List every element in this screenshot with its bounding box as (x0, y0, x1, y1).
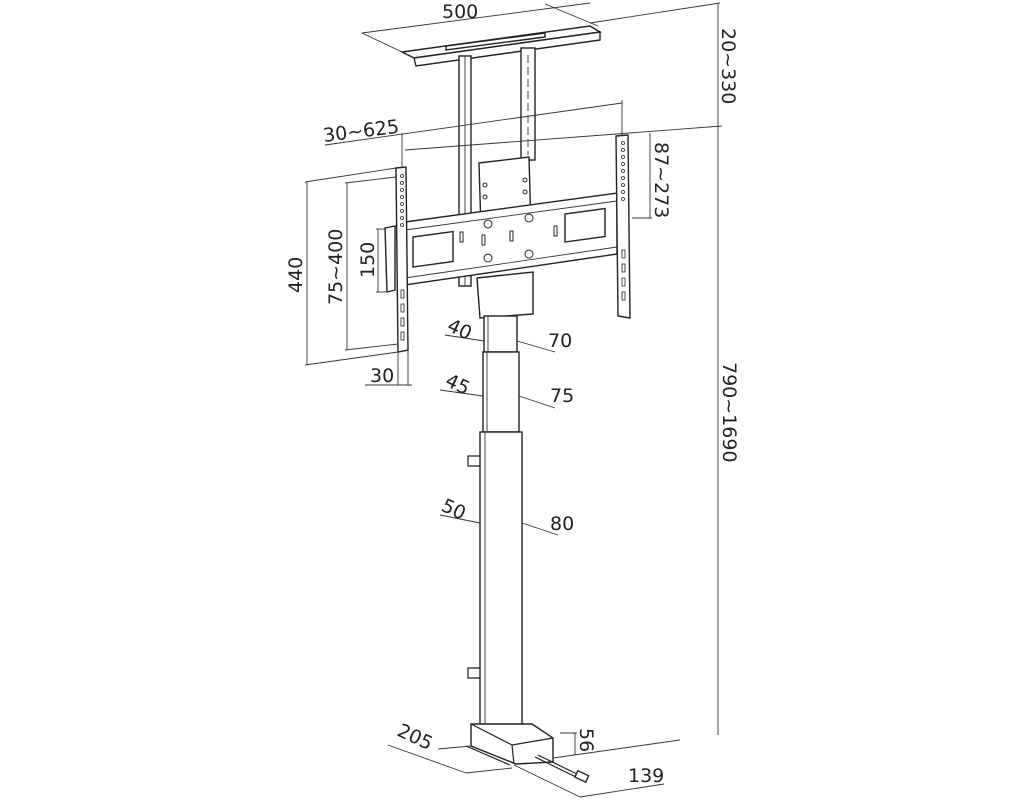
horizontal-bracket (404, 192, 618, 286)
dim-tube2-width: 75 (550, 385, 574, 407)
dim-base-height: 56 (575, 728, 597, 752)
dim-tube1-width: 70 (548, 330, 572, 352)
telescoping-column (467, 315, 523, 731)
dim-arm-width: 30 (370, 365, 394, 387)
right-vertical-arm (615, 134, 631, 319)
clip-upper (467, 455, 480, 467)
clip-lower (467, 667, 480, 679)
dim-tube3-width: 80 (550, 513, 574, 535)
dim-total-height: 790~1690 (718, 362, 740, 463)
dim-bracket-offset: 30~625 (322, 116, 400, 147)
dim-base-width: 139 (628, 765, 664, 787)
dim-vesa-vertical: 75~400 (325, 229, 347, 305)
dim-arm-height: 440 (285, 257, 307, 293)
dim-tube2-depth: 45 (442, 370, 473, 400)
dim-ceiling-pole-adjust: 20~330 (717, 28, 739, 104)
base-box (465, 723, 590, 784)
dimension-lines (304, 2, 723, 798)
dim-arm-offset: 87~273 (650, 142, 672, 218)
ceiling-plate (399, 25, 603, 67)
dim-ceiling-plate-width: 500 (442, 1, 478, 23)
dim-bracket-height: 150 (357, 242, 379, 278)
left-vertical-arm (384, 166, 409, 353)
lower-housing (476, 271, 534, 319)
dim-tube1-depth: 40 (444, 315, 475, 345)
cable-plug (573, 769, 590, 784)
dimension-labels: 500 20~330 30~625 87~273 440 75~400 150 … (285, 1, 740, 787)
